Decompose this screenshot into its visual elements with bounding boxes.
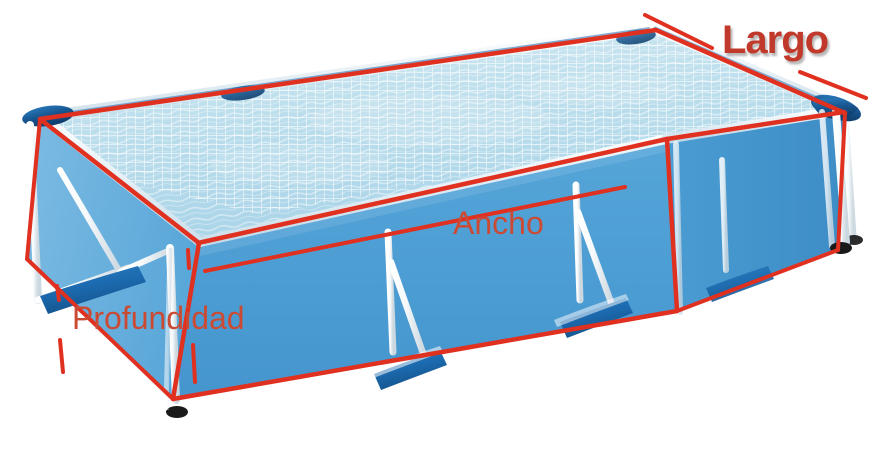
label-profundidad: Profundidad: [72, 300, 245, 336]
dimension-annotations: [25, 13, 868, 402]
support-legs: [26, 108, 852, 418]
profundidad-tick-bottom: [58, 338, 65, 374]
ancho-front-top-line: [195, 136, 670, 246]
largo-tick-right: [798, 70, 868, 100]
left-back-vertical-line: [25, 117, 42, 261]
front-wall: [172, 140, 676, 398]
right-wall: [666, 112, 843, 310]
leg-base-plate: [374, 350, 447, 390]
left-front-vertical-line: [170, 240, 202, 402]
largo-back-edge-line: [37, 27, 659, 122]
bottom-front-edge-line: [170, 308, 680, 402]
bottom-left-edge-line: [25, 257, 175, 401]
right-top-edge-line: [664, 109, 847, 142]
profundidad-front-tick-top: [186, 248, 191, 270]
label-ancho: Ancho: [453, 205, 544, 241]
largo-tick-left: [643, 13, 714, 50]
profundidad-tick-top: [55, 284, 61, 302]
right-back-vertical-line: [836, 111, 847, 252]
profundidad-front-tick-bottom: [191, 343, 197, 384]
leg-base-plate: [40, 266, 146, 314]
right-front-vertical-line: [664, 136, 680, 314]
left-top-edge-line: [37, 116, 202, 246]
label-largo: Largo: [722, 18, 829, 62]
leg-foot: [166, 406, 188, 418]
bottom-right-edge-line: [675, 248, 840, 313]
ancho-measure-line: [203, 185, 627, 273]
largo-back-right-edge-line: [653, 27, 848, 116]
